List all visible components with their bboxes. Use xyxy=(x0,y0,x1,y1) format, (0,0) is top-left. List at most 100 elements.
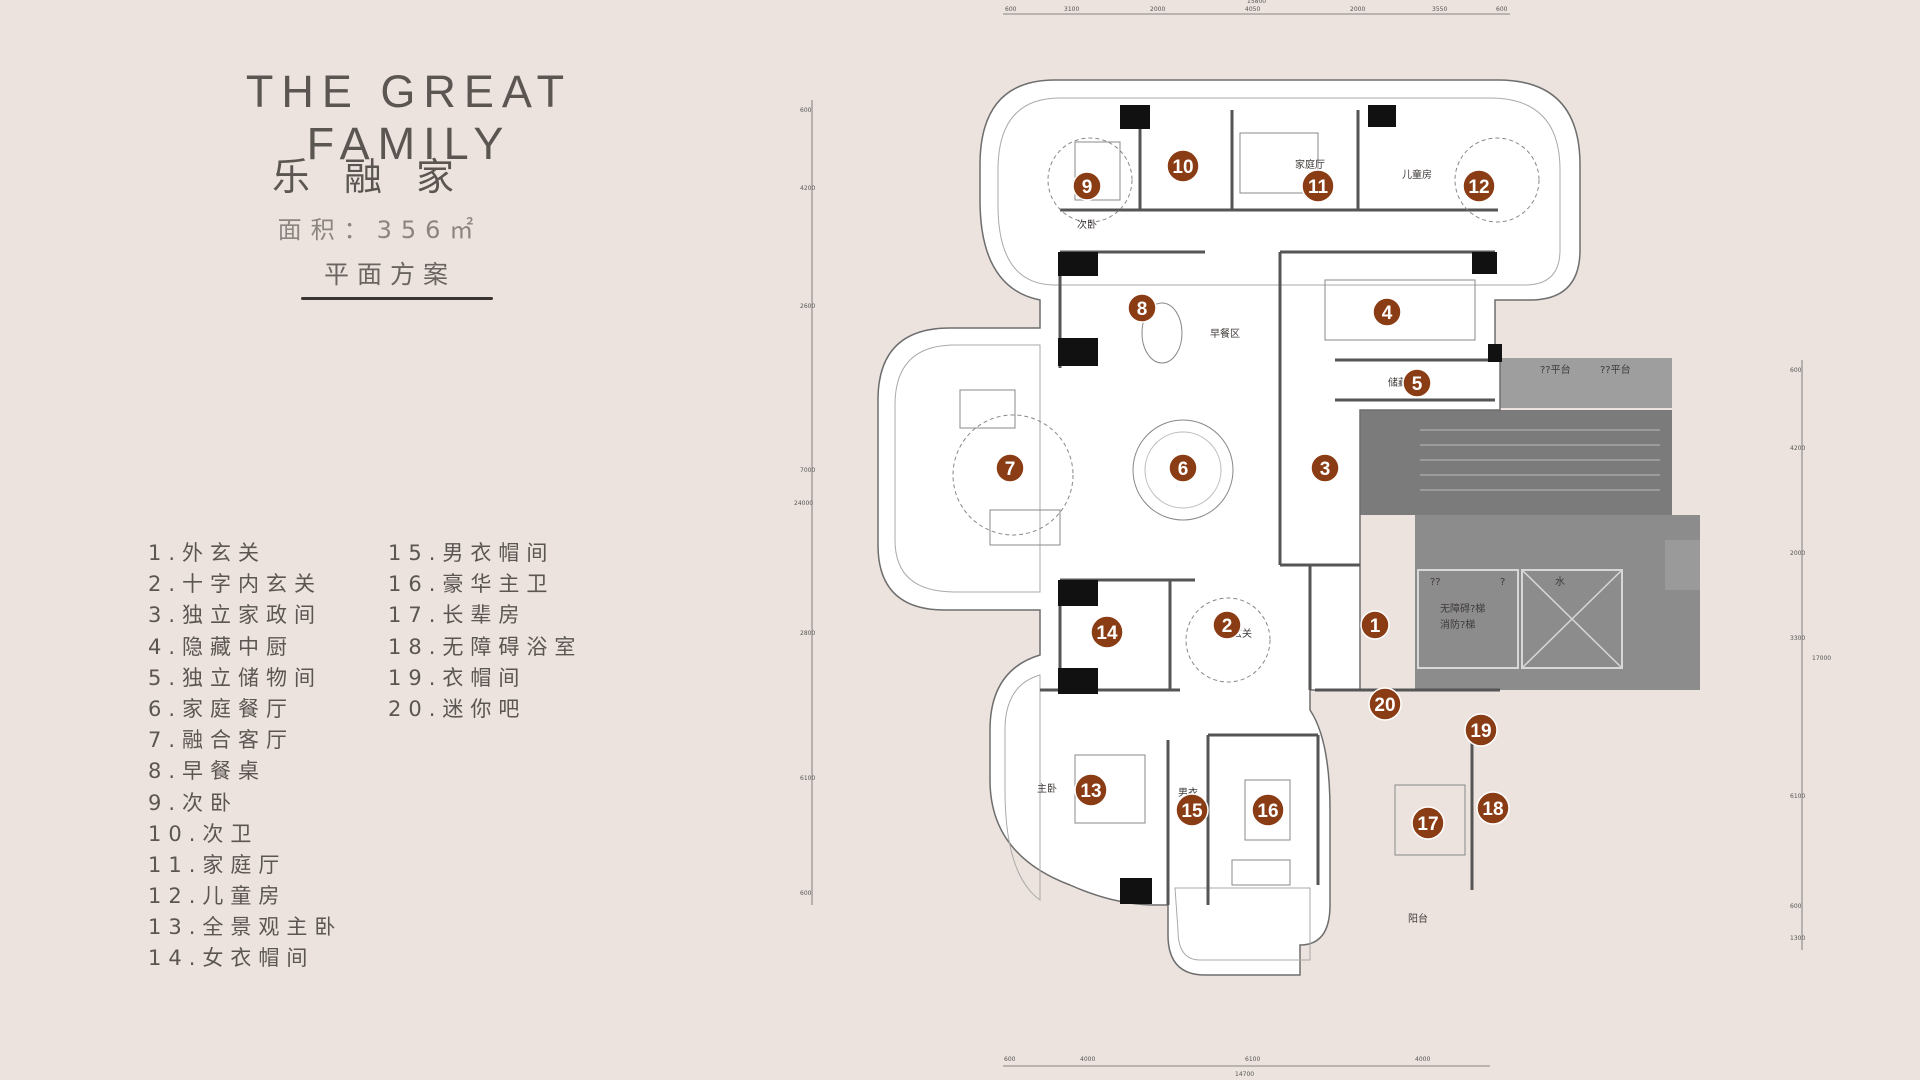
dimension-lines xyxy=(811,13,1803,1067)
svg-text:5: 5 xyxy=(1412,374,1423,395)
plan-label: 平面方案 xyxy=(323,260,456,289)
svg-text:17: 17 xyxy=(1417,814,1438,835)
dim-label: 17000 xyxy=(1812,655,1831,662)
svg-text:2: 2 xyxy=(1222,616,1233,637)
svg-text:19: 19 xyxy=(1470,721,1491,742)
room-badge-7: 7 xyxy=(995,453,1025,483)
room-badge-4: 4 xyxy=(1372,297,1402,327)
dim-label: 4050 xyxy=(1245,6,1260,13)
structural-columns xyxy=(1058,105,1502,904)
dim-label: 4200 xyxy=(1790,445,1805,452)
room-badge-5: 5 xyxy=(1402,368,1432,398)
legend-item: 13.全景观主卧 xyxy=(148,915,343,940)
building-core: ??平台 ??平台 无障碍?梯 消防?梯 ?? ? 水 xyxy=(1360,358,1700,690)
page-title: THE GREAT FAMILY xyxy=(245,66,573,169)
dim-label: 600 xyxy=(1005,6,1017,13)
dim-label: 6100 xyxy=(1790,793,1805,800)
dim-label: 7000 xyxy=(800,467,815,474)
legend-item: 14.女衣帽间 xyxy=(148,946,315,971)
furniture xyxy=(952,132,1540,886)
legend-item: 4.隐藏中厨 xyxy=(148,634,295,659)
dim-label: 2800 xyxy=(800,630,815,637)
dim-label: 600 xyxy=(800,890,812,897)
dim-label: 24000 xyxy=(794,500,813,507)
legend-item: 3.独立家政间 xyxy=(148,603,323,628)
legend-item: 8.早餐桌 xyxy=(148,759,267,784)
svg-text:16: 16 xyxy=(1257,801,1278,822)
room-badge-3: 3 xyxy=(1310,453,1340,483)
legend-item: 6.家庭餐厅 xyxy=(148,696,295,721)
dim-label: 4000 xyxy=(1415,1056,1430,1063)
dim-label: 600 xyxy=(1790,367,1802,374)
svg-text:9: 9 xyxy=(1082,177,1093,198)
plan-outline xyxy=(877,79,1581,976)
dim-label: 600 xyxy=(1790,903,1802,910)
legend-item: 5.独立储物间 xyxy=(148,665,323,690)
legend-item: 17.长辈房 xyxy=(388,603,527,628)
room-label-family: 家庭厅 xyxy=(1295,158,1325,171)
room-badge-19: 19 xyxy=(1464,713,1498,747)
legend-item: 7.融合客厅 xyxy=(148,728,295,753)
dim-label: 2000 xyxy=(1790,550,1805,557)
dim-label: 3300 xyxy=(1790,635,1805,642)
room-badge-20: 20 xyxy=(1368,687,1402,721)
room-label-balcony: 阳台 xyxy=(1408,912,1428,925)
dim-label: 14700 xyxy=(1235,1071,1254,1078)
core-label: 无障碍?梯 xyxy=(1440,602,1485,615)
dim-label: 600 xyxy=(1496,6,1508,13)
dim-label: 3550 xyxy=(1432,6,1447,13)
room-label-kids: 儿童房 xyxy=(1402,168,1432,181)
svg-text:8: 8 xyxy=(1137,299,1148,320)
dim-label: 15800 xyxy=(1247,0,1266,5)
interior-walls xyxy=(1040,110,1500,905)
dim-label: 1300 xyxy=(1790,935,1805,942)
room-label-breakfast: 早餐区 xyxy=(1210,327,1240,340)
dim-label: 2000 xyxy=(1350,6,1365,13)
legend-item: 10.次卫 xyxy=(148,821,259,846)
legend-item: 20.迷你吧 xyxy=(388,696,527,721)
legend-item: 19.衣帽间 xyxy=(388,665,527,690)
room-badge-12: 12 xyxy=(1462,169,1496,203)
core-label: ? xyxy=(1500,577,1505,588)
dim-label: 6100 xyxy=(1245,1056,1260,1063)
room-badge-17: 17 xyxy=(1411,806,1445,840)
svg-text:12: 12 xyxy=(1468,177,1489,198)
core-label: ?? xyxy=(1430,577,1441,588)
svg-text:14: 14 xyxy=(1096,623,1118,644)
dim-label: 600 xyxy=(1004,1056,1016,1063)
room-labels: 早餐区 家庭厅 儿童房 次卧 储藏 玄关 主卧 男衣 阳台 xyxy=(1037,158,1432,925)
room-badge-6: 6 xyxy=(1168,453,1198,483)
svg-text:20: 20 xyxy=(1374,695,1395,716)
legend-item: 11.家庭厅 xyxy=(148,852,287,877)
dim-label: 2000 xyxy=(1150,6,1165,13)
room-badge-18: 18 xyxy=(1476,791,1510,825)
room-badge-16: 16 xyxy=(1251,793,1285,827)
project-subtitle: 乐融家 xyxy=(271,155,488,199)
dim-label: 4200 xyxy=(800,185,815,192)
legend-item: 2.十字内玄关 xyxy=(148,572,323,597)
dim-label: 4000 xyxy=(1080,1056,1095,1063)
svg-text:13: 13 xyxy=(1080,781,1101,802)
area-label: 面积：356㎡ xyxy=(277,216,483,244)
legend-item: 16.豪华主卫 xyxy=(388,572,555,597)
core-label: 水 xyxy=(1555,576,1565,588)
room-badge-15: 15 xyxy=(1175,793,1209,827)
core-label: ??平台 xyxy=(1540,363,1571,376)
legend-item: 1.外玄关 xyxy=(148,541,267,565)
dimension-labels: 600 3100 2000 4050 2000 3550 600 15800 6… xyxy=(794,0,1831,1078)
core-label: ??平台 xyxy=(1600,363,1631,376)
legend-item: 15.男衣帽间 xyxy=(388,541,555,565)
room-badge-13: 13 xyxy=(1074,773,1108,807)
core-label: 消防?梯 xyxy=(1440,618,1475,631)
svg-text:4: 4 xyxy=(1382,303,1393,324)
room-badge-14: 14 xyxy=(1090,615,1124,649)
legend-item: 12.儿童房 xyxy=(148,884,287,909)
room-badge-2: 2 xyxy=(1212,610,1242,640)
room-badge-10: 10 xyxy=(1166,149,1200,183)
room-badge-9: 9 xyxy=(1072,171,1102,201)
svg-text:6: 6 xyxy=(1178,459,1189,480)
svg-text:10: 10 xyxy=(1172,157,1193,178)
room-label-secondary: 次卧 xyxy=(1077,218,1097,231)
dim-label: 600 xyxy=(800,107,812,114)
